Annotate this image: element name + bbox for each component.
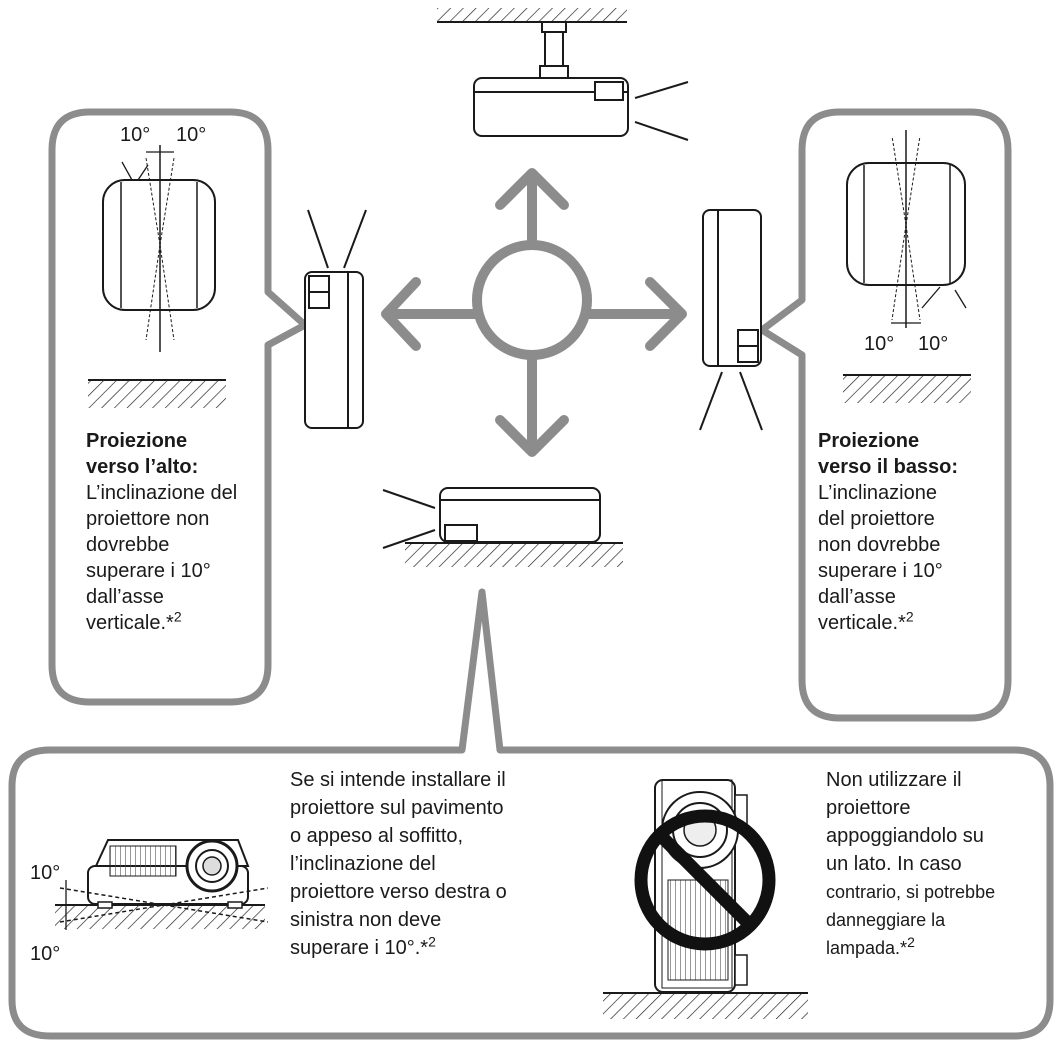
middle-last-line: superare i 10°.*2 — [290, 934, 590, 962]
downward-tilt-diagram — [843, 130, 971, 403]
upward-tilt-diagram — [88, 145, 226, 408]
upward-body-line: dall’asse — [86, 586, 164, 608]
downward-body-line: verticale.* — [818, 612, 906, 634]
warning-line: appoggiandolo su — [826, 825, 984, 847]
warning-line: un lato. In caso — [826, 853, 962, 875]
footnote-marker: 2 — [907, 934, 915, 950]
arrow-down — [495, 415, 569, 457]
upward-body-line: L’inclinazione del — [86, 482, 238, 504]
downward-heading-1: Proiezione — [818, 430, 920, 452]
arrow-right — [645, 277, 687, 351]
arrow-left — [381, 277, 421, 351]
downward-body-line: non dovrebbe — [818, 534, 941, 556]
side-placement-warning-text: Non utilizzare il proiettore appoggiando… — [826, 766, 1046, 962]
floor-ceiling-tilt-text: Se si intende installare il proiettore s… — [290, 766, 590, 962]
middle-line: superare i 10°.* — [290, 937, 429, 959]
left-callout — [48, 108, 309, 706]
upward-heading-1: Proiezione — [86, 430, 188, 452]
direction-arrows — [381, 168, 687, 457]
upward-body-line: proiettore non — [86, 508, 210, 530]
downward-projector — [699, 209, 763, 431]
left-angle-label-left: 10° — [120, 124, 151, 146]
warning-line: proiettore — [826, 797, 911, 819]
warning-last-line: lampada.*2 — [826, 934, 1046, 962]
footnote-marker: 2 — [905, 608, 914, 625]
upward-body-last: verticale.*2 — [86, 608, 266, 636]
warning-line: Non utilizzare il — [826, 769, 962, 791]
upward-projection-text: Proiezione verso l’alto: L’inclinazione … — [86, 428, 266, 636]
footnote-marker: 2 — [173, 608, 182, 625]
center-circle — [472, 240, 592, 360]
downward-body-line: L’inclinazione — [818, 482, 937, 504]
prohibition-sign-icon — [634, 809, 776, 951]
middle-line: sinistra non deve — [290, 909, 442, 931]
footnote-marker: 2 — [428, 933, 436, 950]
tilt-projector-diagram — [55, 839, 269, 930]
left-angle-label-right: 10° — [176, 124, 207, 146]
upward-body-line: superare i 10° — [86, 560, 211, 582]
downward-body-line: dall’asse — [818, 586, 896, 608]
warning-line: contrario, si potrebbe — [826, 882, 996, 902]
floor-projector — [382, 487, 623, 567]
arrow-up — [495, 168, 569, 210]
downward-projection-text: Proiezione verso il basso: L’inclinazion… — [818, 428, 998, 636]
ceiling-projector — [473, 21, 689, 141]
upward-heading-2: verso l’alto: — [86, 456, 199, 478]
warning-line: danneggiare la — [826, 910, 946, 930]
downward-body-last: verticale.*2 — [818, 608, 998, 636]
middle-line: Se si intende installare il — [290, 769, 506, 791]
downward-body-line: superare i 10° — [818, 560, 943, 582]
upward-body-line: dovrebbe — [86, 534, 170, 556]
tilt-label-top: 10° — [30, 862, 61, 884]
middle-line: o appeso al soffitto, — [290, 825, 464, 847]
upward-body-line: verticale.* — [86, 612, 174, 634]
middle-line: proiettore verso destra o — [290, 881, 507, 903]
right-callout — [758, 108, 1012, 722]
bottom-callout — [8, 588, 1054, 1040]
ceiling — [437, 8, 627, 23]
middle-line: proiettore sul pavimento — [290, 797, 504, 819]
warning-line: lampada.* — [826, 938, 908, 958]
upward-projector — [304, 209, 367, 429]
middle-line: l’inclinazione del — [290, 853, 436, 875]
tilt-label-bottom: 10° — [30, 943, 61, 965]
right-angle-label-right: 10° — [918, 333, 949, 355]
right-angle-label-left: 10° — [864, 333, 895, 355]
downward-body-line: del proiettore — [818, 508, 935, 530]
downward-heading-2: verso il basso: — [818, 456, 959, 478]
